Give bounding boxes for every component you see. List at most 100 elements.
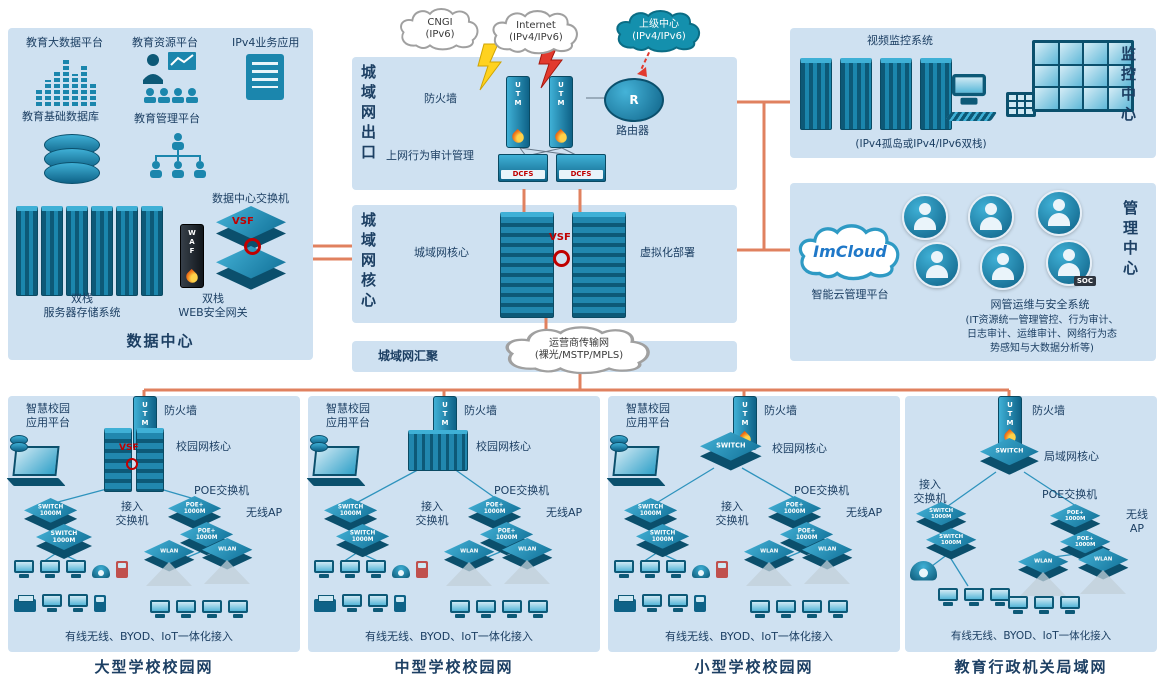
management-center-title: 管理中心 bbox=[1121, 200, 1139, 280]
dome-camera-icon bbox=[92, 565, 110, 578]
desktop-monitor-icon bbox=[150, 600, 170, 618]
endpoint-row bbox=[614, 594, 706, 612]
mini-database-icon bbox=[610, 435, 628, 452]
lan-core-label: 局域网核心 bbox=[1044, 450, 1099, 463]
core-chassis-switch-icon bbox=[500, 212, 554, 318]
monitoring-center-title: 监控中心 bbox=[1119, 46, 1137, 126]
endpoint-row bbox=[314, 594, 406, 612]
ipv4-app-label: IPv4业务应用 bbox=[232, 36, 300, 49]
vsf-label: VSF bbox=[119, 443, 139, 453]
endpoint-row bbox=[614, 560, 728, 578]
desk-phone-icon bbox=[394, 595, 406, 612]
base-database-label: 教育基础数据库 bbox=[22, 110, 99, 123]
ip-phone-icon bbox=[416, 561, 428, 578]
lan-core-switch-icon: SWITCH bbox=[980, 438, 1039, 476]
resource-platform-label: 教育资源平台 bbox=[132, 36, 198, 49]
monitor-workstation-icon bbox=[952, 74, 986, 111]
campus-core-chassis-icon bbox=[104, 428, 132, 492]
helpdesk-user-icon bbox=[968, 194, 1014, 240]
keyboard-icon bbox=[944, 112, 998, 121]
desktop-monitor-icon bbox=[750, 600, 770, 618]
desktop-monitor-icon bbox=[990, 588, 1010, 606]
vsf-label: VSF bbox=[549, 232, 571, 243]
desktop-monitor-icon bbox=[666, 560, 686, 578]
ip-phone-icon bbox=[116, 561, 128, 578]
campus-firewall-label: 防火墙 bbox=[464, 404, 497, 417]
poe-switch-icon: POE+1000M bbox=[768, 496, 822, 530]
access-switch-label: 接入交换机 bbox=[715, 500, 749, 528]
man-core-label: 城域网核心 bbox=[414, 246, 469, 259]
wlan-ap-icon: WLAN bbox=[802, 538, 853, 570]
server-storage-racks-icon bbox=[16, 206, 163, 296]
audit-appliance-icon: DCFS bbox=[498, 154, 548, 182]
vsf-ring-icon bbox=[553, 250, 570, 267]
wireless-ap-label: 无线AP bbox=[846, 506, 883, 519]
campus-title: 大型学校校园网 bbox=[94, 658, 214, 676]
access-switch-label: 接入交换机 bbox=[115, 500, 149, 528]
campus-platform-icon bbox=[606, 435, 666, 486]
org-chart-icon bbox=[150, 133, 206, 178]
desktop-monitor-icon bbox=[668, 594, 688, 612]
endpoint-row bbox=[938, 588, 1010, 606]
campus-platform-label: 智慧校园应用平台 bbox=[26, 402, 70, 430]
poe-switch-label: POE交换机 bbox=[494, 484, 550, 497]
flame-icon bbox=[183, 268, 201, 286]
data-center-title: 数据中心 bbox=[126, 332, 195, 350]
campus-title: 教育行政机关局域网 bbox=[954, 658, 1108, 676]
campus-core-switch-icon bbox=[408, 430, 468, 471]
wireless-ap-label: 无线AP bbox=[546, 506, 583, 519]
campus-platform-label: 智慧校园应用平台 bbox=[626, 402, 670, 430]
desktop-monitor-icon bbox=[938, 588, 958, 606]
campus-platform-icon bbox=[306, 435, 366, 486]
poe-switch-label: POE交换机 bbox=[194, 484, 250, 497]
flame-icon bbox=[509, 128, 527, 146]
maintenance-user-icon bbox=[980, 244, 1026, 290]
desktop-monitor-icon bbox=[828, 600, 848, 618]
endpoint-row bbox=[450, 600, 548, 618]
desktop-monitor-icon bbox=[1060, 596, 1080, 614]
desktop-monitor-icon bbox=[342, 594, 362, 612]
desktop-monitor-icon bbox=[340, 560, 360, 578]
printer-icon bbox=[314, 595, 336, 612]
cloud-platform-label: 智能云管理平台 bbox=[811, 288, 889, 301]
dome-camera-icon bbox=[692, 565, 710, 578]
dome-camera-icon bbox=[392, 565, 410, 578]
surveillance-servers-icon bbox=[800, 58, 952, 130]
desktop-monitor-icon bbox=[1008, 596, 1028, 614]
video-surveillance-label: 视频监控系统 bbox=[867, 34, 933, 47]
vsf-ring-icon bbox=[126, 458, 138, 470]
wireless-ap-label: 无线AP bbox=[246, 506, 283, 519]
campus-core-label: 校园网核心 bbox=[176, 440, 231, 453]
core-chassis-switch-icon bbox=[572, 212, 626, 318]
desktop-monitor-icon bbox=[176, 600, 196, 618]
wlan-ap-icon: WLAN bbox=[1018, 550, 1069, 582]
desktop-monitor-icon bbox=[66, 560, 86, 578]
flame-icon bbox=[552, 128, 570, 146]
campus-platform-icon bbox=[6, 435, 66, 486]
nms-desc-line3: 势感知与大数据分析等) bbox=[990, 343, 1094, 354]
nms-desc-line1: (IT资源统一管理管控、行为审计、 bbox=[965, 315, 1119, 326]
desktop-monitor-icon bbox=[776, 600, 796, 618]
desktop-monitor-icon bbox=[964, 588, 984, 606]
man-core-title: 城域网核心 bbox=[359, 212, 377, 312]
desktop-monitor-icon bbox=[14, 560, 34, 578]
desktop-monitor-icon bbox=[642, 594, 662, 612]
campus-platform-label: 智慧校园应用平台 bbox=[326, 402, 370, 430]
imcloud-logo: ImCloud bbox=[794, 222, 906, 282]
campus-firewall-label: 防火墙 bbox=[1032, 404, 1065, 417]
desktop-monitor-icon bbox=[228, 600, 248, 618]
campus-core-label: 校园网核心 bbox=[476, 440, 531, 453]
database-cylinder-icon bbox=[44, 134, 100, 184]
campus-firewall-label: 防火墙 bbox=[764, 404, 797, 417]
database-admin-icon bbox=[914, 242, 960, 288]
desktop-monitor-icon bbox=[614, 560, 634, 578]
vsf-ring-icon bbox=[244, 238, 261, 255]
desk-phone-icon bbox=[694, 595, 706, 612]
desktop-monitor-icon bbox=[476, 600, 496, 618]
